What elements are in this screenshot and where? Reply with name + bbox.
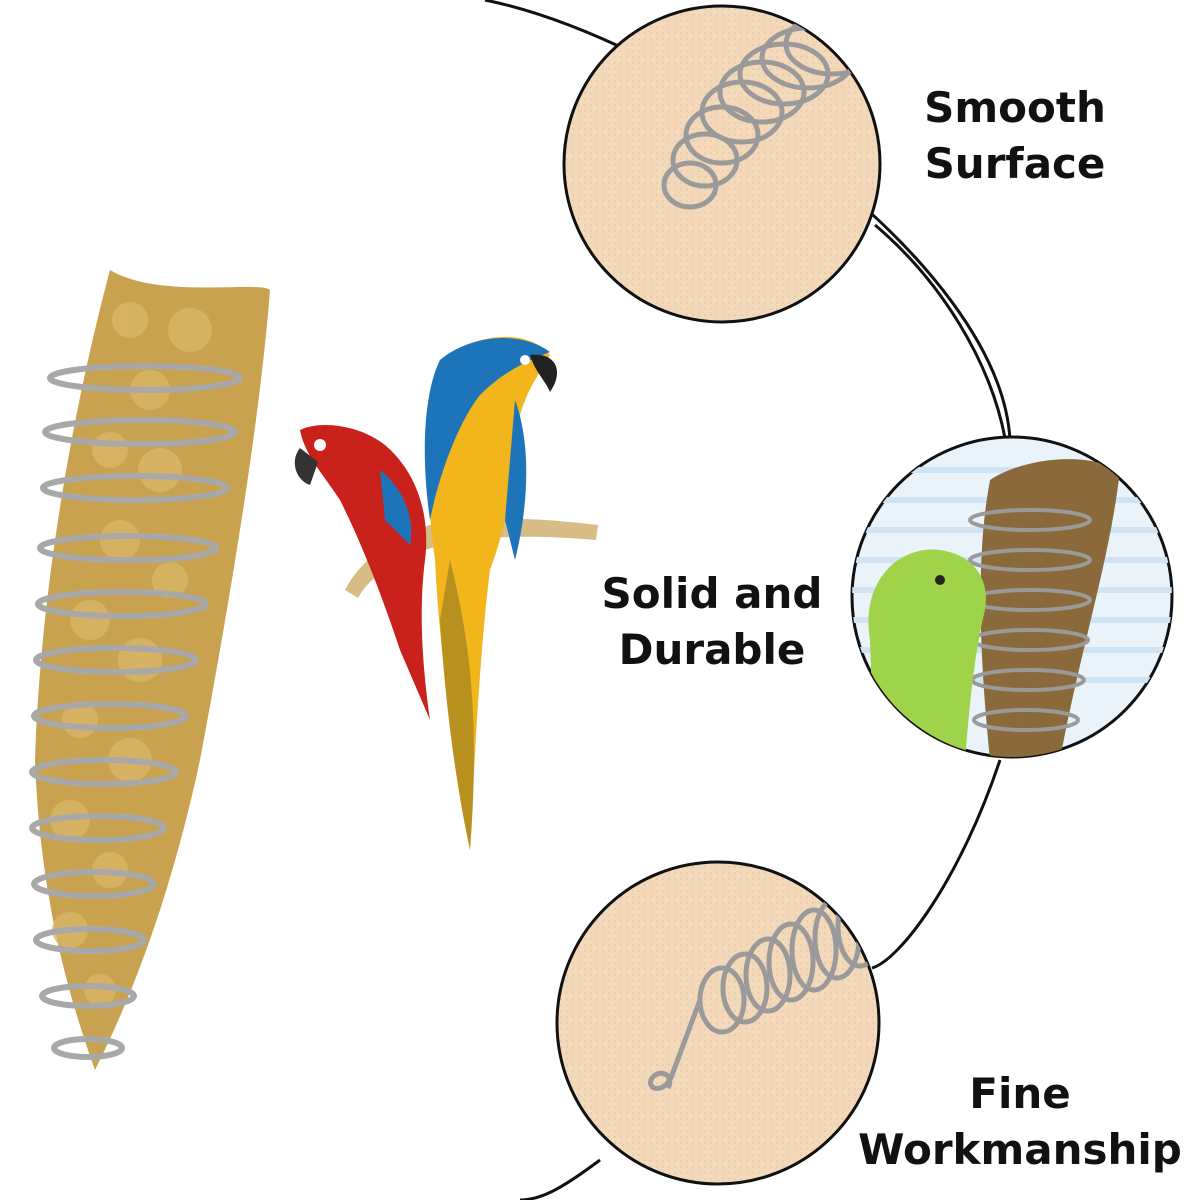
macaw-icon-2 <box>424 336 558 850</box>
feature-label-line: Smooth <box>924 83 1106 132</box>
detail-circle-fine <box>555 860 881 1186</box>
feature-label-line: Workmanship <box>858 1125 1182 1174</box>
feature-label-fine-workmanship: Fine Workmanship <box>850 1066 1190 1178</box>
detail-circle-durable <box>850 435 1174 759</box>
feature-label-solid-durable: Solid and Durable <box>592 566 832 678</box>
detail-circle-smooth <box>562 4 882 324</box>
feature-label-line: Durable <box>618 625 806 674</box>
macaw-icon <box>294 425 430 720</box>
feature-label-line: Fine <box>969 1069 1071 1118</box>
parakeet-icon <box>868 549 986 757</box>
feature-label-smooth-surface: Smooth Surface <box>905 80 1125 192</box>
spiral-feeder-icon <box>29 270 270 1070</box>
connector-arc-top <box>874 223 1007 439</box>
feature-label-line: Surface <box>924 139 1106 188</box>
feature-label-line: Solid and <box>601 569 823 618</box>
